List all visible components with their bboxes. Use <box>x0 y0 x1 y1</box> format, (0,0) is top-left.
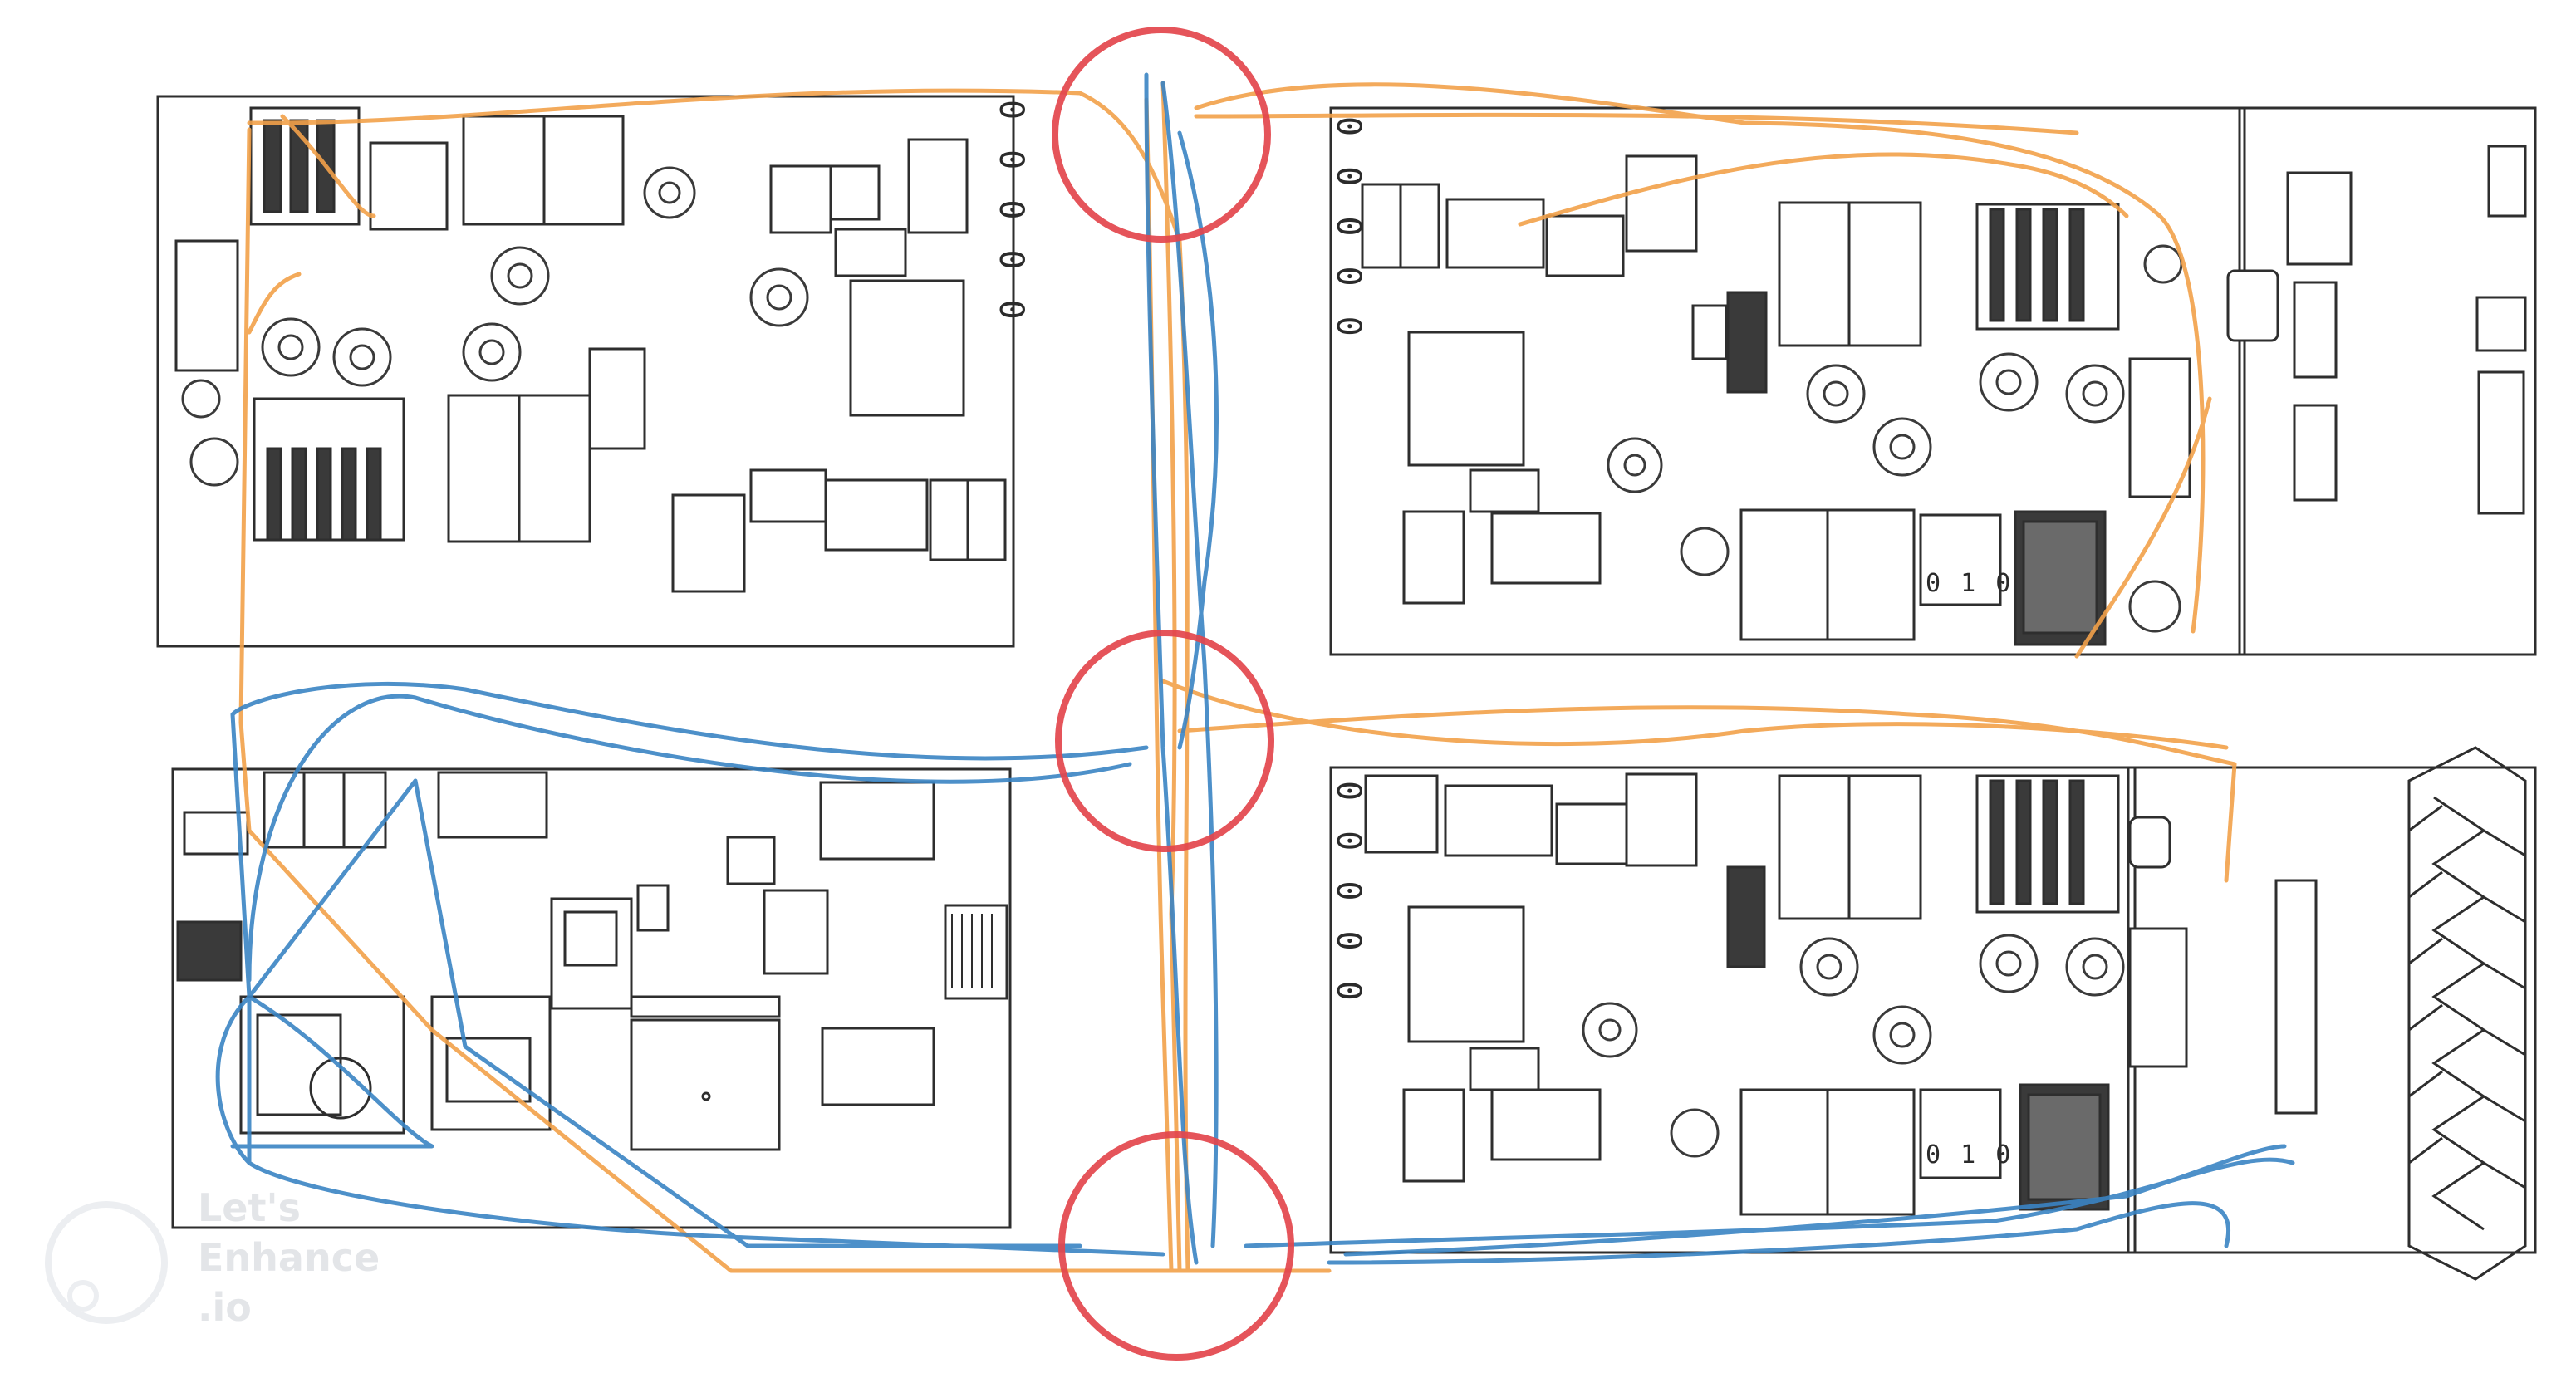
congestion-circle-top <box>1052 27 1271 243</box>
label-bottom-right: 0 0 0 0 0 <box>1329 781 1367 1006</box>
congestion-circle-bottom <box>1058 1131 1294 1361</box>
top-right-fans <box>1607 244 2183 633</box>
bottom-left-equipment <box>176 771 1008 1151</box>
top-far-right-cabinets <box>2226 145 2527 515</box>
room-bottom-far-right <box>2127 766 2537 1254</box>
machine-label-2: 0 1 0 <box>1926 1140 2013 1170</box>
machine-label-1: 0 1 0 <box>1926 569 2013 598</box>
watermark-line-2: Enhance <box>198 1235 380 1280</box>
bottom-left-vent <box>951 914 993 988</box>
label-top-right: 0 0 0 0 0 <box>1329 116 1367 341</box>
congestion-circle-middle <box>1055 630 1274 852</box>
bottom-right-fans <box>1582 934 2125 1158</box>
bottom-far-right-conveyor <box>2407 746 2527 1281</box>
room-top-left <box>156 95 1015 648</box>
letsenhance-watermark: Let's Enhance .io <box>45 1185 380 1330</box>
top-left-fans <box>181 166 809 487</box>
bottom-right-equipment <box>1364 772 2318 1216</box>
label-top-left: 0 0 0 0 0 <box>992 100 1030 325</box>
top-right-equipment <box>1361 154 2191 646</box>
watermark-line-1: Let's <box>198 1185 301 1230</box>
watermark-line-3: .io <box>198 1285 252 1330</box>
top-left-equipment <box>174 106 1007 593</box>
room-top-right <box>1329 106 2246 656</box>
room-top-far-right <box>2238 106 2537 656</box>
blue-flow-paths <box>215 72 2295 1265</box>
